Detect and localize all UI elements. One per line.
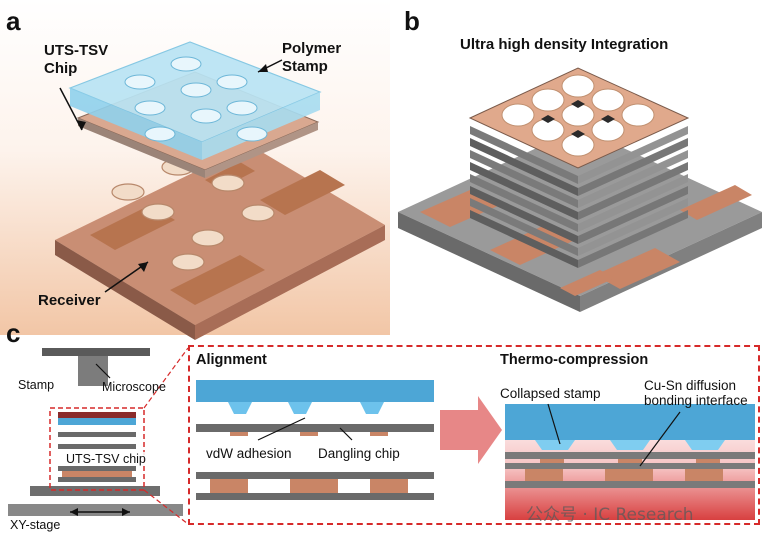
dangling-chip-label: Dangling chip [318,446,400,461]
collapsed-stamp-label: Collapsed stamp [500,386,601,401]
uts-tsv-chip-label: UTS-TSV chip [66,452,146,466]
stack-layer-left [470,186,578,244]
alignment-box [188,345,760,525]
stack-layer-right [578,186,688,244]
polymer-stamp-label: Polymer Stamp [282,40,342,75]
stack-layer-right [578,174,688,232]
stack-layer-left [470,138,578,196]
xy-stage-label: XY-stage [10,518,61,532]
stack-layer-right [578,210,688,268]
stack-layer-right [578,150,688,208]
chip-stack [470,126,688,268]
panel-b-letter: b [404,6,420,36]
receiver-label: Receiver [38,292,101,309]
stack-layer-left [470,162,578,220]
stamp-label: Stamp [18,378,55,392]
stack-layer-right [578,198,688,256]
thermo-title: Thermo-compression [500,352,649,368]
vdw-adhesion-label: vdW adhesion [206,446,292,461]
panel-b-title: Ultra high density Integration [460,36,669,53]
chip-label: UTS-TSV Chip [44,42,109,77]
stack-layer-right [578,126,688,184]
stack-layer-left [470,198,578,256]
alignment-title: Alignment [196,352,267,368]
stack-layer-right [578,138,688,196]
stack-layer-left [470,150,578,208]
microscope-label: Microscope [102,380,166,394]
watermark: 公众号 · IC Research [526,505,694,525]
cu-sn-interface-label: Cu-Sn diffusion bonding interface [644,378,748,408]
panel-c-letter: c [6,318,21,348]
stack-layer-left [470,210,578,268]
panel-a-letter: a [6,6,21,36]
stack-layer-left [470,126,578,184]
stack-layer-left [470,174,578,232]
stack-layer-right [578,162,688,220]
